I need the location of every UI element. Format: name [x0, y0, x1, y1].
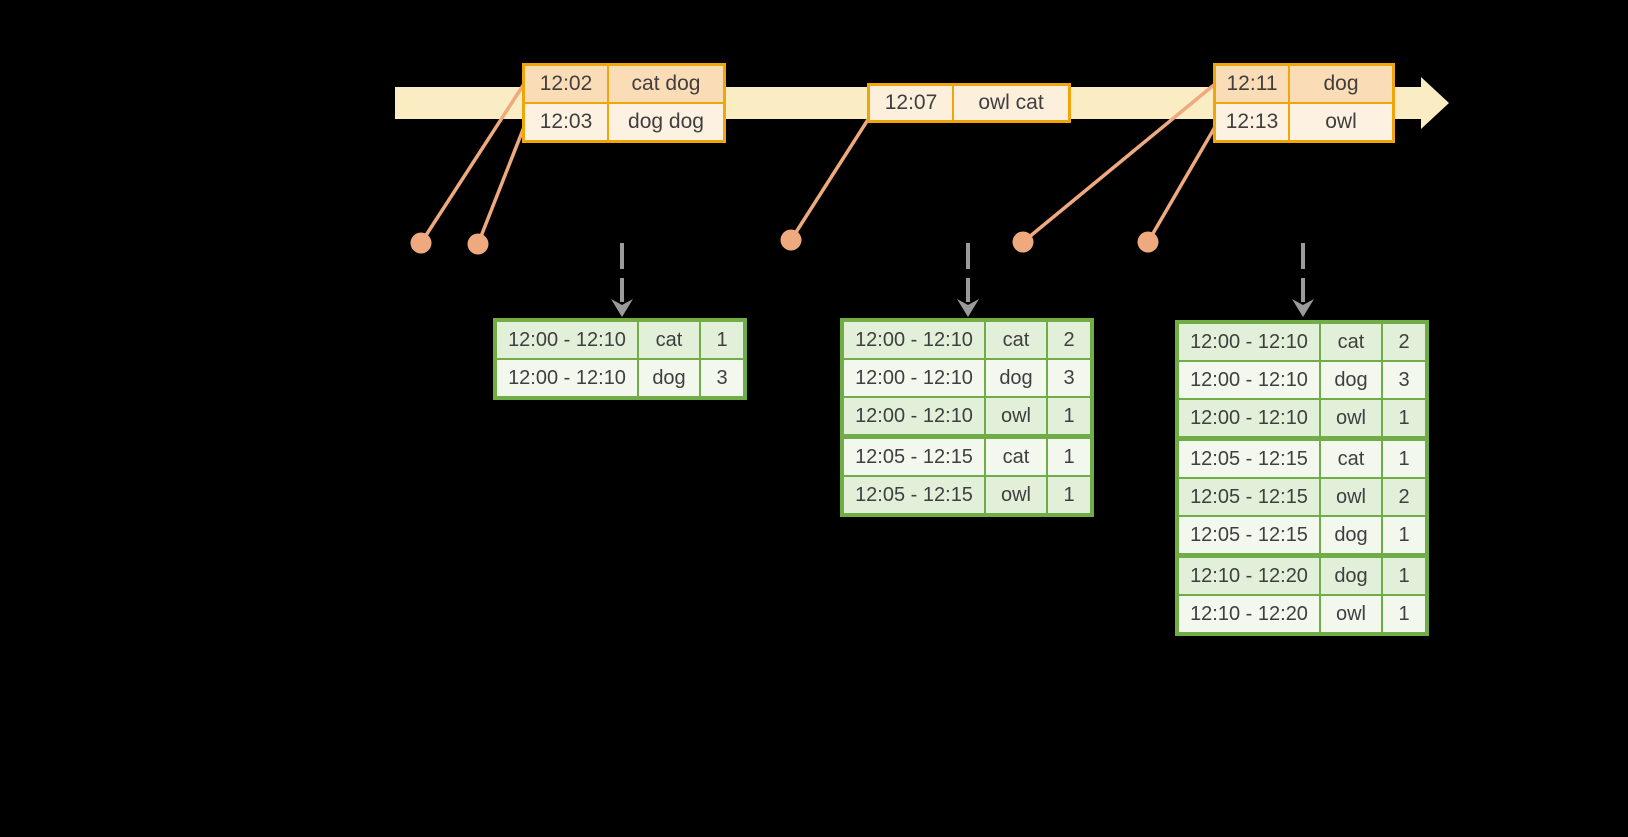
result-word-cell: cat	[1321, 441, 1381, 477]
result-window-cell: 12:05 - 12:15	[1179, 441, 1319, 477]
result-count-cell: 2	[1048, 322, 1090, 358]
result-window-cell: 12:10 - 12:20	[1179, 596, 1319, 632]
result-word-cell: dog	[1321, 558, 1381, 594]
result-window-cell: 12:00 - 12:10	[1179, 400, 1319, 436]
event-dot	[410, 232, 432, 254]
event-dot	[1137, 231, 1159, 253]
result-word-cell: dog	[639, 360, 699, 396]
result-count-cell: 3	[701, 360, 743, 396]
result-count-cell: 3	[1048, 360, 1090, 396]
result-word-cell: dog	[1321, 517, 1381, 553]
trigger-arrowhead-icon	[1292, 299, 1314, 317]
event-time-arrowhead-icon	[1421, 77, 1449, 129]
result-word-cell: cat	[639, 322, 699, 358]
result-window-cell: 12:00 - 12:10	[844, 322, 984, 358]
event-words-cell: owl	[1290, 104, 1392, 140]
event-time-cell: 12:11	[1216, 66, 1288, 102]
result-count-cell: 1	[1048, 439, 1090, 475]
event-time-cell: 12:02	[525, 66, 607, 102]
result-count-cell: 1	[1383, 558, 1425, 594]
event-words-cell: dog dog	[609, 104, 723, 140]
event-words-cell: cat dog	[609, 66, 723, 102]
result-word-cell: cat	[986, 322, 1046, 358]
result-count-cell: 1	[1383, 517, 1425, 553]
event-dot	[1012, 231, 1034, 253]
connector-line	[1021, 82, 1217, 244]
result-count-cell: 2	[1383, 324, 1425, 360]
result-count-cell: 3	[1383, 362, 1425, 398]
result-count-cell: 1	[1383, 441, 1425, 477]
result-window-cell: 12:00 - 12:10	[497, 360, 637, 396]
result-count-cell: 1	[1048, 398, 1090, 434]
result-word-cell: owl	[1321, 479, 1381, 515]
result-window-cell: 12:00 - 12:10	[844, 398, 984, 434]
result-window-cell: 12:00 - 12:10	[1179, 324, 1319, 360]
result-word-cell: owl	[986, 398, 1046, 434]
connector-line	[789, 117, 871, 241]
event-dot	[467, 233, 489, 255]
result-count-cell: 1	[1048, 477, 1090, 513]
event-time-cell: 12:13	[1216, 104, 1288, 140]
result-window-cell: 12:00 - 12:10	[1179, 362, 1319, 398]
result-count-cell: 2	[1383, 479, 1425, 515]
result-word-cell: cat	[986, 439, 1046, 475]
result-window-cell: 12:05 - 12:15	[1179, 517, 1319, 553]
result-word-cell: dog	[986, 360, 1046, 396]
result-word-cell: owl	[1321, 400, 1381, 436]
event-words-cell: dog	[1290, 66, 1392, 102]
result-word-cell: owl	[1321, 596, 1381, 632]
result-window-cell: 12:00 - 12:10	[844, 360, 984, 396]
connector-line	[1146, 126, 1217, 243]
result-word-cell: cat	[1321, 324, 1381, 360]
event-time-cell: 12:03	[525, 104, 607, 140]
result-window-cell: 12:00 - 12:10	[497, 322, 637, 358]
result-window-cell: 12:05 - 12:15	[1179, 479, 1319, 515]
event-dot	[780, 229, 802, 251]
result-window-cell: 12:05 - 12:15	[844, 477, 984, 513]
event-time-cell: 12:07	[870, 86, 952, 120]
connector-line	[419, 83, 526, 244]
result-count-cell: 1	[1383, 400, 1425, 436]
result-word-cell: owl	[986, 477, 1046, 513]
trigger-arrowhead-icon	[611, 299, 633, 317]
trigger-arrowhead-icon	[957, 299, 979, 317]
event-words-cell: owl cat	[954, 86, 1068, 120]
result-count-cell: 1	[701, 322, 743, 358]
result-count-cell: 1	[1383, 596, 1425, 632]
result-window-cell: 12:10 - 12:20	[1179, 558, 1319, 594]
result-window-cell: 12:05 - 12:15	[844, 439, 984, 475]
connector-line	[476, 126, 526, 245]
result-word-cell: dog	[1321, 362, 1381, 398]
